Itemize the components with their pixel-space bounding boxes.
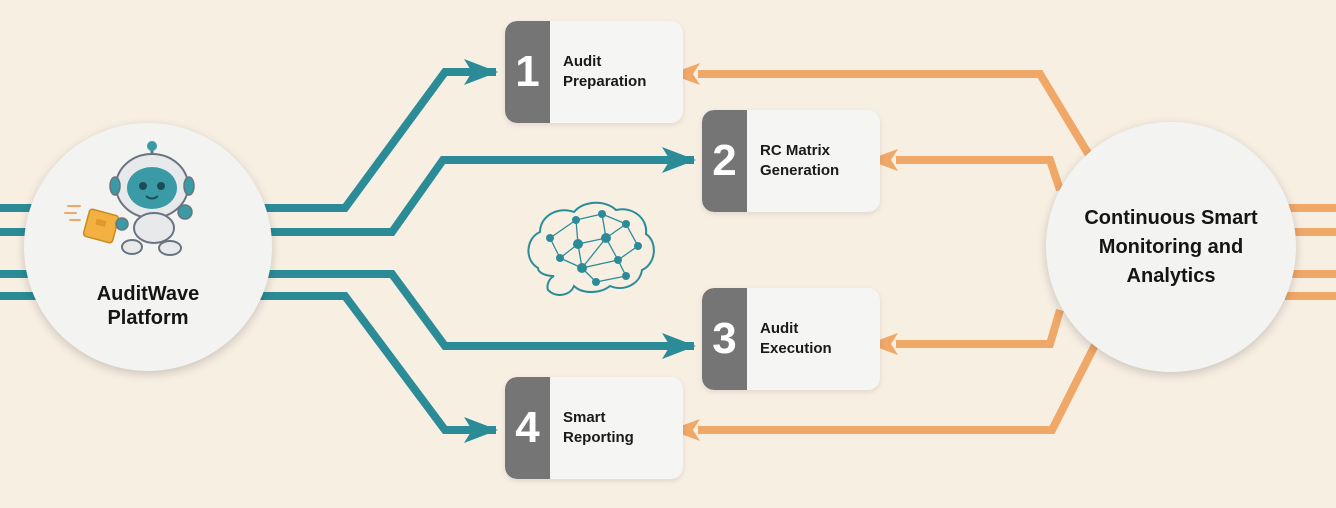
flow-path-2 (260, 147, 696, 236)
step-label: Audit Preparation (563, 53, 647, 90)
robot-mascot-icon (64, 141, 195, 256)
analytics-circle: Continuous Smart Monitoring and Analytic… (1046, 122, 1296, 372)
step-card-audit-preparation: 1 Audit Preparation (505, 21, 683, 123)
feedback-path-2 (868, 149, 1064, 192)
step-card-smart-reporting: 4 Smart Reporting (505, 377, 683, 479)
step-label: RC Matrix Generation (760, 142, 840, 179)
flow-path-3 (260, 270, 696, 359)
feedback-path-1 (670, 63, 1096, 163)
step-card-audit-execution: 3 Audit Execution (702, 288, 880, 390)
platform-circle: AuditWave Platform (24, 123, 272, 371)
step-card-rc-matrix-generation: 2 RC Matrix Generation (702, 110, 880, 212)
step-number: 2 (702, 110, 747, 212)
step-label: Audit Execution (760, 320, 832, 357)
platform-label: AuditWave Platform (96, 283, 200, 329)
step-number: 4 (505, 377, 550, 479)
flow-path-4 (260, 292, 498, 443)
feedback-path-3 (868, 308, 1064, 355)
feedback-path-4 (670, 343, 1099, 441)
step-number: 1 (505, 21, 550, 123)
brain-network-icon (527, 201, 655, 296)
analytics-label: Continuous Smart Monitoring and Analytic… (1084, 206, 1258, 287)
step-label: Smart Reporting (563, 409, 634, 446)
step-number: 3 (702, 288, 747, 390)
flow-path-1 (260, 59, 498, 212)
